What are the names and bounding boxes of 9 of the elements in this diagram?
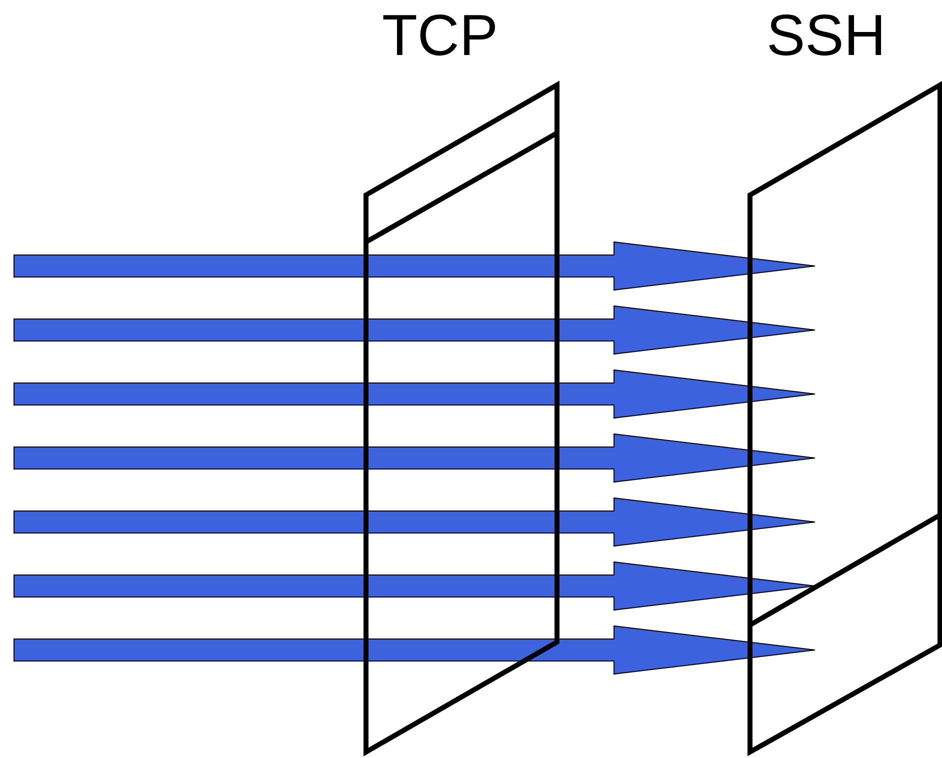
- arrow: [14, 241, 816, 291]
- arrow: [14, 625, 816, 675]
- arrow: [14, 369, 816, 419]
- arrow: [14, 497, 816, 547]
- arrow: [14, 305, 816, 355]
- layer-label: TCP: [382, 4, 498, 68]
- layer-label: SSH: [766, 4, 886, 68]
- arrow: [14, 561, 816, 611]
- arrow: [14, 433, 816, 483]
